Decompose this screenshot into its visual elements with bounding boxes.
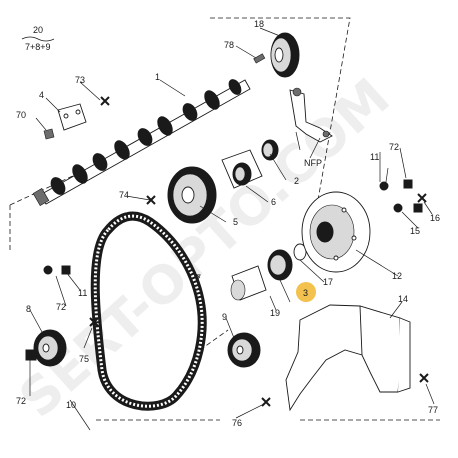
header-arrow-icon — [21, 36, 55, 42]
small-fasteners — [25, 179, 423, 361]
tensioner-8 — [33, 329, 67, 367]
callout-76: 76 — [232, 418, 242, 428]
highlight-label: 3 — [303, 288, 308, 298]
idler-9 — [227, 332, 261, 368]
key-70 — [43, 128, 55, 140]
callout-17: 17 — [323, 277, 333, 287]
callout-6: 6 — [271, 197, 276, 207]
camshaft — [32, 79, 251, 206]
header-symbol: 20 7+8+9 — [21, 25, 55, 52]
sprocket-5 — [167, 166, 217, 224]
callout-10: 10 — [66, 400, 76, 410]
callout-7: 7 — [196, 273, 201, 283]
callout-nfp: NFP — [304, 158, 322, 168]
callout-77: 77 — [428, 405, 438, 415]
callout-12: 12 — [392, 271, 402, 281]
callout-72c: 72 — [16, 396, 26, 406]
camshaft-sprocket — [270, 32, 300, 78]
callout-70: 70 — [16, 110, 26, 120]
callout-16: 16 — [430, 213, 440, 223]
callout-78: 78 — [224, 40, 234, 50]
oil-seal-3 — [267, 249, 293, 281]
callout-72a: 72 — [389, 142, 399, 152]
callout-4: 4 — [39, 90, 44, 100]
callout-5: 5 — [233, 217, 238, 227]
pulley-12 — [301, 191, 371, 273]
bracket-4 — [57, 103, 87, 131]
header-sub-label: 7+8+9 — [25, 42, 51, 52]
oil-seal-2 — [261, 139, 279, 161]
timing-cover-14 — [285, 304, 411, 412]
header-top-label: 20 — [33, 25, 43, 35]
callout-9: 9 — [222, 312, 227, 322]
callout-72b: 72 — [56, 302, 66, 312]
callout-2: 2 — [294, 176, 299, 186]
callout-74: 74 — [119, 190, 129, 200]
leader-lines — [29, 27, 435, 431]
callout-18: 18 — [254, 19, 264, 29]
callout-1: 1 — [155, 72, 160, 82]
callout-11a: 11 — [370, 152, 379, 162]
bearing-housing-6 — [221, 149, 263, 189]
highlight-marker — [296, 282, 316, 302]
woodruff-key-78 — [253, 53, 266, 64]
bush-19 — [230, 265, 267, 301]
callout-73: 73 — [75, 75, 85, 85]
callout-11b: 11 — [78, 288, 87, 298]
callout-75: 75 — [79, 354, 89, 364]
lever-nfp — [289, 87, 333, 143]
callout-labels: 1 2 4 5 6 7 8 9 10 11 11 12 14 15 16 17 … — [16, 19, 440, 428]
callout-8: 8 — [26, 304, 31, 314]
cross-bolt-icons — [89, 96, 429, 407]
callout-14: 14 — [398, 294, 408, 304]
callout-15: 15 — [410, 226, 420, 236]
callout-19: 19 — [270, 308, 280, 318]
